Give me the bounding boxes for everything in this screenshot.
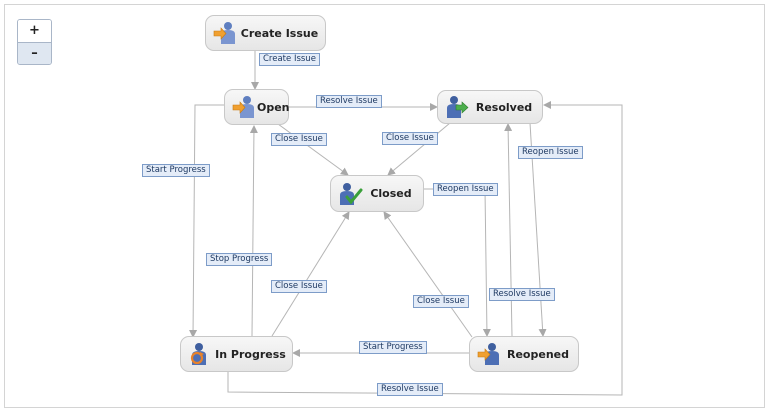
transition-label-inprogress-resolve[interactable]: Resolve Issue — [377, 383, 443, 396]
transition-label-reopened-close[interactable]: Close Issue — [413, 295, 469, 308]
edge-inprogress-to-resolved — [227, 101, 623, 396]
status-label: In Progress — [215, 347, 286, 361]
person-green-arrow-icon — [447, 96, 469, 118]
status-label: Reopened — [507, 347, 569, 361]
transition-label-open-resolve[interactable]: Resolve Issue — [316, 95, 382, 108]
person-checkmark-icon — [340, 182, 363, 205]
person-arrow-icon — [477, 343, 499, 365]
edge-inprogress-to-open — [249, 125, 258, 337]
edge-reopened-to-closed — [383, 211, 473, 338]
edge-open-to-closed — [277, 123, 349, 176]
zoom-in-button[interactable]: + — [18, 20, 51, 43]
status-closed[interactable]: Closed — [330, 175, 424, 212]
status-label: Resolved — [475, 100, 533, 114]
transition-label-resolved-reopen[interactable]: Reopen Issue — [518, 146, 583, 159]
edge-open-to-inprogress — [189, 104, 224, 338]
status-open[interactable]: Open — [224, 89, 290, 125]
transition-label-create-issue[interactable]: Create Issue — [259, 53, 320, 66]
status-create-issue[interactable]: Create Issue — [205, 15, 326, 51]
status-in-progress[interactable]: In Progress — [180, 336, 293, 372]
transition-label-stop-progress[interactable]: Stop Progress — [206, 253, 273, 266]
edge-reopened-to-resolved — [504, 123, 513, 337]
transition-label-reopened-resolve[interactable]: Resolve Issue — [489, 288, 555, 301]
transition-label-inprogress-close[interactable]: Close Issue — [271, 280, 327, 293]
workflow-canvas — [4, 4, 765, 408]
person-arrow-icon — [232, 96, 254, 118]
person-refresh-icon — [190, 343, 206, 365]
edge-resolved-to-closed — [387, 122, 451, 176]
person-arrow-icon — [213, 22, 235, 44]
status-resolved[interactable]: Resolved — [437, 90, 543, 124]
transition-label-open-close[interactable]: Close Issue — [271, 133, 327, 146]
transition-label-start-progress-reopened[interactable]: Start Progress — [359, 341, 427, 354]
status-label: Create Issue — [240, 26, 319, 40]
status-label: Open — [257, 100, 290, 114]
zoom-out-button[interactable]: – — [18, 43, 51, 64]
transition-label-closed-reopen[interactable]: Reopen Issue — [433, 183, 498, 196]
zoom-control: + – — [17, 19, 52, 65]
transition-label-start-progress-open[interactable]: Start Progress — [142, 164, 210, 177]
edge-inprogress-to-closed — [271, 211, 350, 337]
status-reopened[interactable]: Reopened — [469, 336, 579, 372]
transition-label-resolved-close[interactable]: Close Issue — [382, 132, 438, 145]
status-label: Closed — [370, 187, 412, 200]
